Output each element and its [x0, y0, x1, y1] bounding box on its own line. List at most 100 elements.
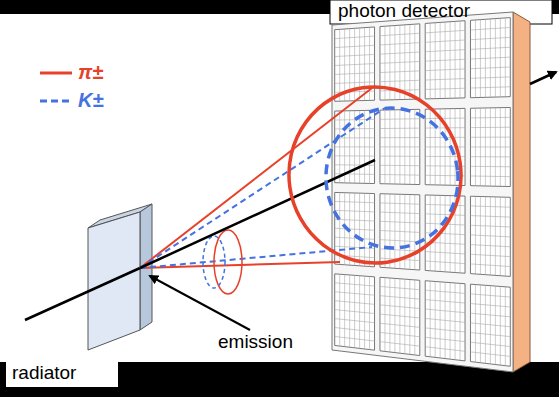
grid-line: [460, 196, 461, 273]
grid-line: [505, 197, 506, 276]
grid-line: [335, 82, 375, 83]
grid-line: [425, 347, 465, 352]
grid-line: [335, 336, 375, 341]
grid-line: [364, 110, 365, 183]
grid-line: [380, 165, 420, 166]
grid-line: [380, 80, 420, 81]
grid-line: [470, 57, 510, 59]
detector-side: [513, 12, 530, 372]
grid-line: [500, 286, 501, 365]
grid-line: [470, 342, 510, 346]
pion-ring: [278, 76, 473, 274]
detector-module: [470, 18, 510, 98]
particle-track: [25, 268, 140, 320]
grid-line: [414, 280, 415, 355]
grid-line: [470, 156, 510, 157]
legend-line-sample: [40, 100, 72, 103]
detector-module: [425, 21, 465, 99]
grid-line: [409, 195, 410, 270]
grid-line: [404, 279, 405, 354]
grid-line: [460, 21, 461, 98]
particle-track: [530, 72, 556, 84]
grid-line: [414, 195, 415, 270]
grid-line: [470, 146, 510, 147]
label-patch: [6, 359, 118, 387]
grid-line: [335, 228, 375, 230]
grid-line: [450, 196, 451, 273]
grid-line: [380, 71, 420, 73]
grid-line: [380, 342, 420, 347]
grid-line: [505, 287, 506, 366]
grid-line: [500, 18, 501, 97]
grid-line: [425, 261, 465, 264]
detector-module: [470, 196, 510, 276]
particle-track: [140, 160, 375, 268]
grid-line: [369, 193, 370, 266]
detector-label: photon detector: [338, 1, 470, 22]
detector-module: [470, 107, 510, 186]
legend-text: K±: [78, 89, 103, 111]
grid-line: [500, 197, 501, 276]
grid-line: [380, 323, 420, 327]
grid-line: [425, 88, 465, 89]
grid-line: [359, 276, 360, 349]
detector-module: [335, 110, 375, 183]
grid-line: [425, 79, 465, 80]
grid-line: [380, 240, 420, 242]
grid-line: [450, 22, 451, 99]
grid-line: [505, 108, 506, 187]
kaon-emission-ring: [203, 236, 225, 288]
grid-line: [425, 69, 465, 71]
grid-line: [404, 110, 405, 185]
kaon-ring: [319, 101, 465, 254]
grid-line: [470, 264, 510, 267]
detector-pixel-grid: [335, 18, 511, 367]
grid-line: [380, 230, 420, 232]
grid-line: [470, 235, 510, 237]
emission-label: emission: [218, 332, 293, 353]
grid-line: [364, 193, 365, 266]
grid-line: [425, 337, 465, 341]
grid-line: [380, 61, 420, 63]
grid-line: [380, 332, 420, 336]
legend-line-sample: [40, 72, 72, 75]
grid-line: [380, 174, 420, 176]
kaon-cone-line: [140, 108, 385, 268]
grid-line: [470, 175, 510, 177]
grid-line: [495, 19, 496, 97]
grid-line: [359, 193, 360, 266]
grid-line: [364, 28, 365, 101]
detector-module: [380, 277, 420, 355]
grid-line: [364, 276, 365, 349]
grid-line: [380, 156, 420, 157]
grid-line: [414, 109, 415, 184]
grid-line: [425, 252, 465, 254]
grid-line: [409, 110, 410, 185]
pion-emission-ring: [214, 230, 242, 294]
grid-line: [369, 276, 370, 349]
grid-line: [380, 314, 420, 318]
grid-line: [335, 146, 375, 147]
grid-line: [335, 319, 375, 323]
grid-line: [414, 24, 415, 99]
detector-face: [332, 12, 513, 372]
grid-line: [335, 155, 375, 156]
detector-module: [380, 109, 420, 184]
grid-line: [409, 25, 410, 100]
grid-line: [425, 59, 465, 61]
grid-line: [450, 283, 451, 360]
grid-line: [335, 310, 375, 314]
grid-line: [470, 333, 510, 337]
grid-line: [404, 25, 405, 100]
grid-line: [470, 77, 510, 78]
detector-module: [470, 284, 510, 366]
grid-line: [335, 164, 375, 165]
grid-line: [455, 283, 456, 360]
legend-text: π±: [78, 61, 103, 83]
grid-line: [425, 328, 465, 332]
detector-module: [335, 274, 375, 350]
radiator-label: radiator: [12, 363, 76, 384]
grid-line: [409, 280, 410, 355]
grid-line: [470, 352, 510, 357]
grid-line: [455, 21, 456, 98]
